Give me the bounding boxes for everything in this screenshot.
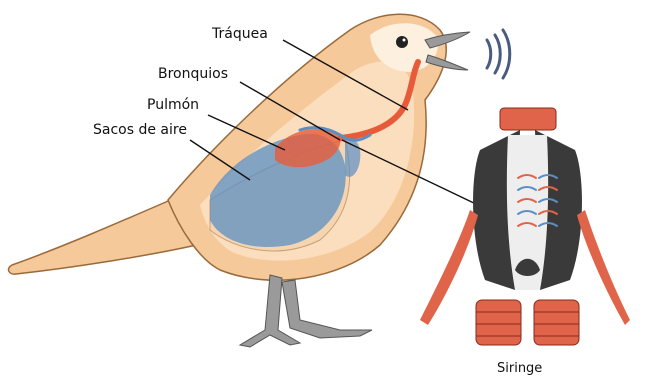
label-siringe: Siringe xyxy=(497,361,542,377)
syrinx-illustration xyxy=(420,108,630,345)
label-traquea: Tráquea xyxy=(212,26,268,42)
bird-legs xyxy=(240,275,372,347)
bird-eye xyxy=(396,36,408,48)
label-sacos-de-aire: Sacos de aire xyxy=(93,122,187,138)
label-bronquios: Bronquios xyxy=(158,66,228,82)
sound-waves-icon xyxy=(487,30,510,78)
label-pulmon: Pulmón xyxy=(147,97,199,113)
